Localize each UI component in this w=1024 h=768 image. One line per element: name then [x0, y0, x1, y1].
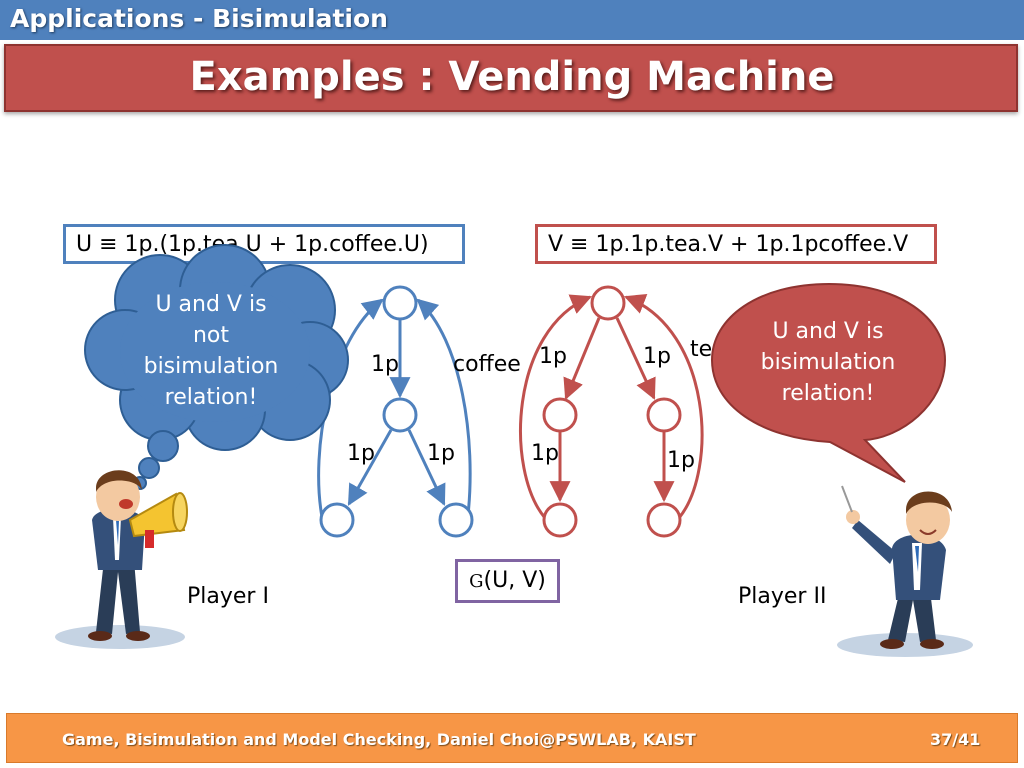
v-loop-left — [519, 294, 592, 519]
thought-bubble-text: U and V is not bisimulation relation! — [126, 289, 296, 413]
u-loop-right — [416, 298, 472, 516]
u-edge-mid-right — [407, 429, 446, 506]
game-symbol: G — [469, 571, 484, 592]
slide-title: Examples : Vending Machine — [189, 54, 835, 100]
thought-line-4: relation! — [164, 385, 258, 410]
u-node-top — [382, 285, 418, 321]
v-label-left-mid: 1p — [531, 441, 559, 466]
u-label-left-edge: 1p — [347, 441, 375, 466]
speech-line-2: bisimulation — [760, 350, 896, 375]
v-node-mid-right — [646, 397, 682, 433]
u-formula-box: U ≡ 1p.(1p.tea.U + 1p.coffee.U) — [63, 224, 465, 264]
player1-label: Player I — [187, 584, 269, 609]
page-number: 37/41 — [930, 730, 981, 749]
speech-bubble — [710, 282, 947, 483]
u-node-bottom-left — [319, 502, 355, 538]
speech-line-1: U and V is — [772, 319, 884, 344]
v-node-mid-left — [542, 397, 578, 433]
thought-line-3: bisimulation — [143, 354, 279, 379]
v-node-bottom-right — [646, 502, 682, 538]
u-label-right-edge: 1p — [427, 441, 455, 466]
u-graph — [317, 285, 474, 538]
v-label-right-mid: 1p — [667, 448, 695, 473]
u-formula: U ≡ 1p.(1p.tea.U + 1p.coffee.U) — [76, 232, 429, 257]
title-banner — [4, 44, 1018, 112]
v-label-left-top: 1p — [539, 344, 567, 369]
header-bar — [0, 0, 1024, 40]
u-label-right-loop: coffee — [453, 352, 521, 377]
v-edge-top-left — [563, 317, 601, 400]
player2-label: Player II — [738, 584, 827, 609]
v-node-bottom-left — [542, 502, 578, 538]
u-node-mid — [382, 397, 418, 433]
player1-figure — [55, 470, 188, 649]
u-label-left-loop: 1p — [371, 352, 399, 377]
game-args: (U, V) — [483, 568, 546, 593]
v-edge-top-right — [615, 317, 656, 400]
speech-line-3: relation! — [781, 381, 875, 406]
v-label-right-top: 1p — [643, 344, 671, 369]
v-formula-box: V ≡ 1p.1p.tea.V + 1p.1pcoffee.V — [535, 224, 937, 264]
header-title: Applications - Bisimulation — [10, 4, 388, 33]
speech-bubble-text: U and V is bisimulation relation! — [743, 316, 913, 409]
thought-line-2: not — [192, 323, 230, 348]
v-graph — [519, 285, 704, 538]
u-node-bottom-right — [438, 502, 474, 538]
player2-figure — [837, 485, 973, 657]
v-loop-right — [624, 293, 704, 519]
footer-text: Game, Bisimulation and Model Checking, D… — [62, 730, 696, 749]
v-node-top — [590, 285, 626, 321]
u-edge-mid-left — [347, 429, 393, 506]
thought-cloud — [84, 244, 349, 490]
v-formula: V ≡ 1p.1p.tea.V + 1p.1pcoffee.V — [548, 232, 909, 257]
thought-line-1: U and V is — [155, 292, 267, 317]
v-label-right-loop: te — [690, 337, 713, 362]
game-label-box: G(U, V) — [455, 559, 560, 603]
footer-bar — [6, 713, 1018, 763]
